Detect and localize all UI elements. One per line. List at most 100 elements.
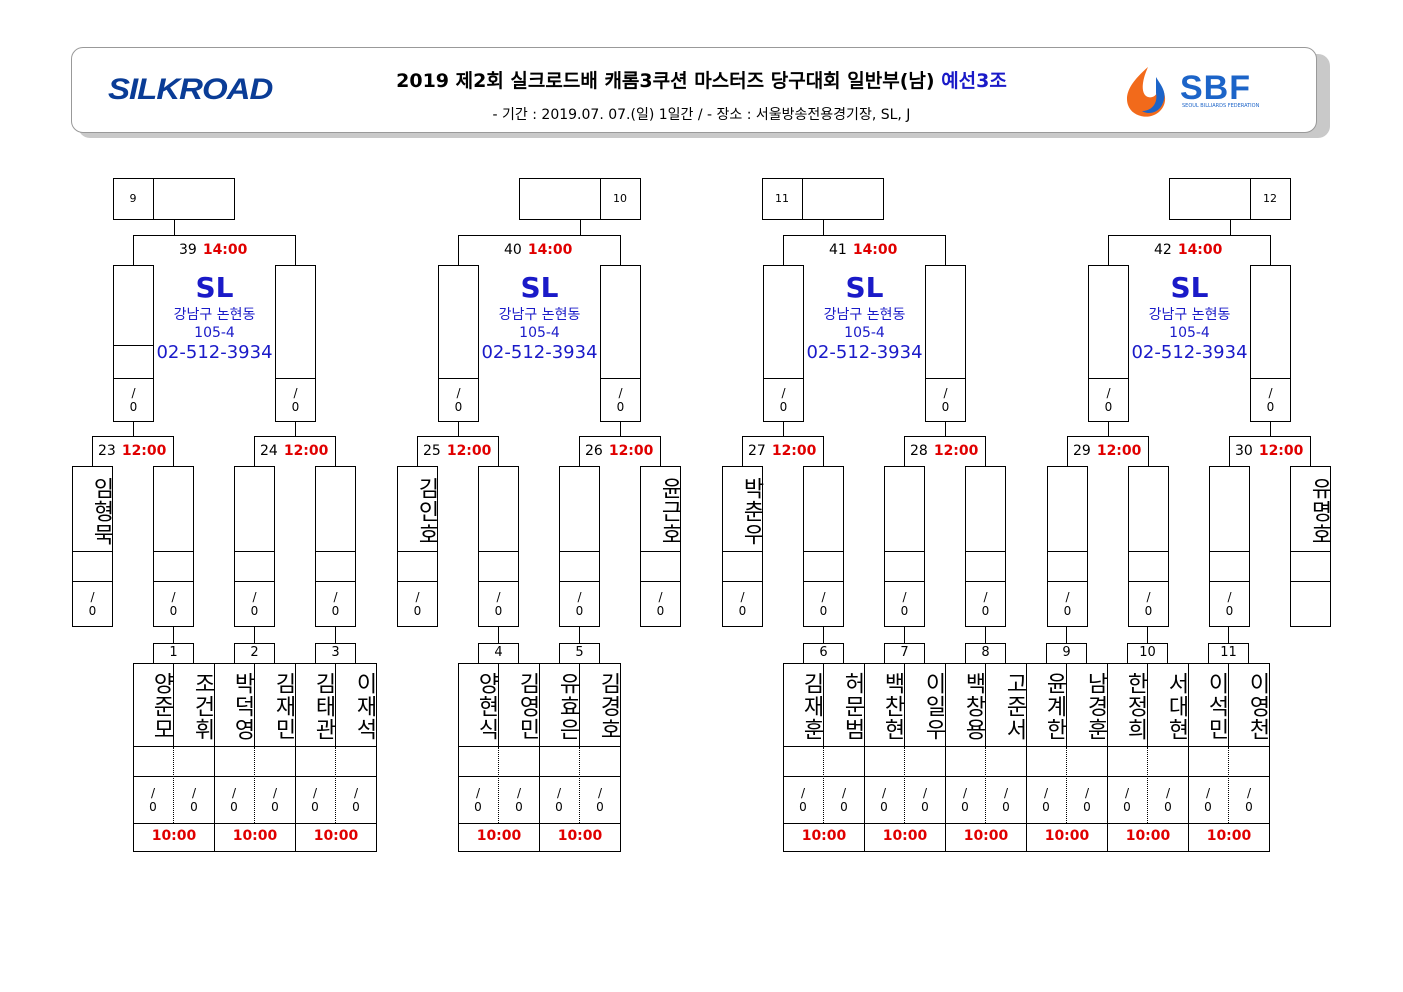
seed-box-divider (559, 581, 600, 582)
semi-box-divider (763, 378, 804, 379)
seed-box-divider (478, 581, 519, 582)
seed-box-divider (315, 551, 356, 552)
first-round-score-placeholder: / 0 (474, 786, 482, 814)
seed-box-divider (234, 581, 275, 582)
first-round-row-divider (864, 746, 946, 747)
seed-player-name: 박춘우 (739, 476, 764, 546)
first-round-player-1: 김재훈 (799, 671, 824, 741)
top-slot (519, 178, 641, 220)
seed-box-divider (1047, 551, 1088, 552)
semi-bracket-right (1270, 235, 1271, 265)
first-round-player-divider (985, 663, 986, 747)
semi-match-number: 42 (1154, 242, 1172, 258)
first-round-match-box (1026, 663, 1108, 852)
first-round-score-placeholder: / 0 (1042, 786, 1050, 814)
quarter-match-time: 12:00 (771, 443, 817, 459)
first-round-player-2: 남경훈 (1083, 671, 1108, 741)
first-round-player-1: 이석민 (1204, 671, 1229, 741)
first-round-row-divider (539, 823, 621, 824)
first-round-connector (1147, 627, 1148, 643)
first-round-score-placeholder: / 0 (1245, 786, 1253, 814)
semi-connector (295, 422, 296, 437)
seed-box (803, 466, 844, 627)
quarter-bracket-left (579, 436, 580, 466)
first-round-score-placeholder: / 0 (1204, 786, 1212, 814)
first-round-player-1: 백찬현 (880, 671, 905, 741)
first-round-time: 10:00 (151, 828, 197, 844)
group-label: 예선3조 (941, 70, 1007, 92)
first-round-score-placeholder: / 0 (271, 786, 279, 814)
quarter-bracket-top (417, 436, 499, 437)
quarter-bracket-right (660, 436, 661, 466)
semi-player-box (1088, 265, 1129, 422)
semi-bracket-left (783, 235, 784, 265)
first-round-player-2: 김경호 (596, 671, 621, 741)
quarter-bracket-left (904, 436, 905, 466)
first-round-match-box (214, 663, 296, 852)
top-slot-divider (600, 178, 601, 220)
quarter-bracket-top (92, 436, 174, 437)
quarter-match-time: 12:00 (608, 443, 654, 459)
first-round-connector (254, 627, 255, 643)
first-round-time: 10:00 (313, 828, 359, 844)
first-round-connector (335, 627, 336, 643)
seed-score-placeholder: / 0 (981, 590, 990, 618)
first-round-time: 10:00 (232, 828, 278, 844)
first-round-score-placeholder: / 0 (1164, 786, 1172, 814)
silkroad-logo: SILKROAD (108, 71, 273, 106)
semi-bracket-left (458, 235, 459, 265)
first-round-score-divider (985, 747, 986, 823)
semi-box-divider (1250, 378, 1291, 379)
seed-box (1290, 466, 1331, 627)
first-round-row-divider (945, 746, 1027, 747)
first-round-connector (1066, 627, 1067, 643)
semi-score-placeholder: / 0 (1266, 386, 1275, 414)
seed-box-divider (640, 581, 681, 582)
seed-box-divider (722, 551, 763, 552)
venue-address: 강남구 논현동 (498, 307, 581, 323)
seed-box-divider (72, 581, 113, 582)
semi-player-box (763, 265, 804, 422)
first-round-row-divider (1107, 776, 1189, 777)
first-round-match-box (783, 663, 865, 852)
quarter-bracket-top (254, 436, 336, 437)
quarter-bracket-right (498, 436, 499, 466)
first-round-connector (1228, 627, 1229, 643)
first-round-score-divider (254, 747, 255, 823)
semi-bracket-top (458, 235, 621, 236)
seed-box (722, 466, 763, 627)
first-round-row-divider (539, 776, 621, 777)
first-round-row-divider (1188, 823, 1270, 824)
first-round-score-placeholder: / 0 (149, 786, 157, 814)
seed-box-divider (965, 551, 1006, 552)
quarter-bracket-right (985, 436, 986, 466)
quarter-match-number: 23 (98, 443, 116, 459)
semi-score-placeholder: / 0 (454, 386, 463, 414)
quarter-bracket-top (1067, 436, 1149, 437)
seed-box (478, 466, 519, 627)
first-round-score-placeholder: / 0 (799, 786, 807, 814)
title-text: 2019 제2회 실크로드배 캐롬3쿠션 마스터즈 당구대회 일반부(남) (396, 70, 935, 92)
quarter-match-time: 12:00 (121, 443, 167, 459)
seed-player-name: 유명호 (1307, 476, 1332, 546)
first-round-time: 10:00 (1044, 828, 1090, 844)
seed-box-divider (1290, 581, 1331, 582)
first-round-row-divider (1026, 776, 1108, 777)
seed-score-placeholder: / 0 (575, 590, 584, 618)
quarter-bracket-right (173, 436, 174, 466)
first-round-number: 2 (250, 645, 259, 660)
first-round-player-2: 이일우 (921, 671, 946, 741)
event-info: - 기간 : 2019.07. 07.(일) 1일간 / - 장소 : 서울방송… (492, 107, 911, 123)
quarter-match-number: 24 (260, 443, 278, 459)
top-slot-divider (1250, 178, 1251, 220)
semi-box-divider (113, 345, 154, 346)
semi-connector (620, 422, 621, 437)
first-round-row-divider (133, 776, 215, 777)
venue-phone: 02-512-3934 (156, 342, 273, 363)
semi-connector (945, 422, 946, 437)
first-round-player-1: 김태관 (311, 671, 336, 741)
top-slot-divider (802, 178, 803, 220)
